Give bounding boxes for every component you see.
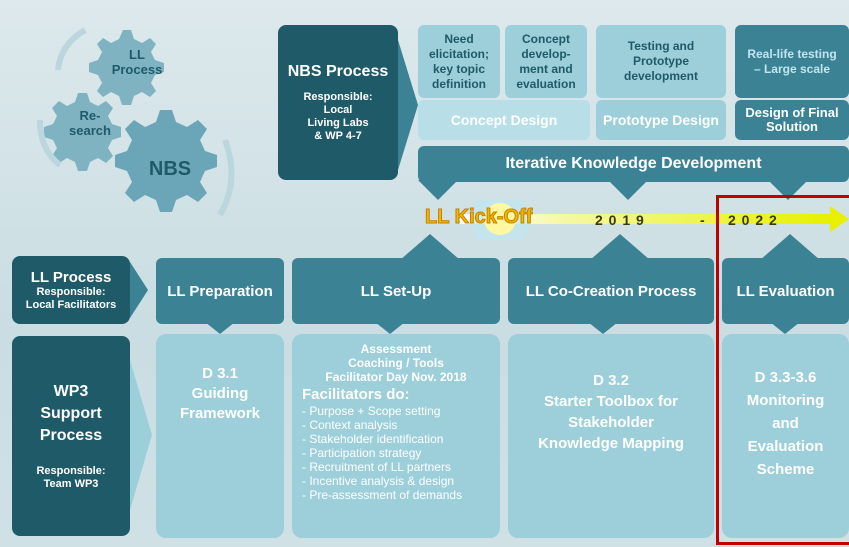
timeline-year-2019: 2 0 1 9: [595, 212, 645, 228]
task-item: - Pre-assessment of demands: [302, 488, 463, 502]
stage-testing-prototype: Testing and Prototype development: [596, 25, 726, 98]
task-item: - Context analysis: [302, 418, 398, 432]
iterative-knowledge-band: Iterative Knowledge Development: [418, 146, 849, 182]
task-item: - Participation strategy: [302, 446, 422, 460]
nbs-process-box: NBS Process Responsible: Local Living La…: [278, 25, 398, 180]
nbs-process-title: NBS Process: [287, 62, 389, 80]
task-item: - Stakeholder identification: [302, 432, 444, 446]
gear-label-ll-process: LL Process: [111, 47, 163, 77]
setup-head-2: Coaching / Tools: [348, 356, 444, 370]
timeline-arrow-icon: [460, 200, 849, 240]
phase-prototype-design: Prototype Design: [596, 100, 726, 140]
wp3-responsible: Responsible:: [36, 465, 106, 477]
deliverable-setup: Assessment Coaching / Tools Facilitator …: [292, 334, 500, 538]
ll-process-box: LL Process Responsible: Local Facilitato…: [12, 256, 130, 324]
gear-label-nbs: NBS: [148, 158, 192, 180]
step-ll-evaluation: LL Evaluation: [722, 258, 849, 324]
timeline-year-2022: 2 0 2 2: [728, 212, 778, 228]
iterative-down-arrows-icon: [418, 180, 808, 200]
setup-head-3: Facilitator Day Nov. 2018: [325, 370, 467, 384]
facilitators-heading: Facilitators do:: [302, 386, 410, 403]
evaluation-highlight-frame: [716, 195, 849, 545]
stage-need-elicitation: Need elicitation; key topic definition: [418, 25, 500, 98]
phase-final-solution: Design of Final Solution: [735, 100, 849, 140]
wp3-arrow-icon: [130, 360, 152, 510]
step-ll-co-creation: LL Co-Creation Process: [508, 258, 714, 324]
step-up-arrows-icon: [400, 234, 820, 260]
gear-cycle-graphic: [37, 27, 235, 217]
wp3-title: WP3 Support Process: [39, 383, 103, 444]
stage-concept-development: Concept develop-ment and evaluation: [505, 25, 587, 98]
task-item: - Incentive analysis & design: [302, 474, 455, 488]
ll-process-arrow-icon: [130, 262, 148, 318]
task-item: - Purpose + Scope setting: [302, 404, 441, 418]
nbs-responsible-line-2: Living Labs: [307, 116, 369, 129]
task-item: - Recruitment of LL partners: [302, 460, 451, 474]
gear-research-icon: [44, 93, 121, 171]
wp3-who: Team WP3: [43, 478, 99, 490]
step-ll-setup: LL Set-Up: [292, 258, 500, 324]
gear-label-research: Re-search: [69, 108, 111, 138]
gear-ll-process-icon: [89, 30, 164, 105]
ll-process-responsible: Responsible:: [36, 285, 106, 298]
kickoff-label: LL Kick-Off: [424, 206, 533, 229]
nbs-responsible-line-3: & WP 4-7: [314, 129, 362, 142]
nbs-responsible-line-1: Local: [323, 103, 353, 116]
deliverable-d32: D 3.2 Starter Toolbox for Stakeholder Kn…: [508, 334, 714, 538]
step-down-arrows-icon: [200, 318, 805, 334]
deliverable-d33: D 3.3-3.6 Monitoring and Evaluation Sche…: [722, 334, 849, 538]
nbs-arrow-icon: [398, 40, 418, 170]
timeline-separator: -: [700, 212, 705, 228]
ll-process-title: LL Process: [30, 268, 112, 286]
wp3-support-box: WP3 Support Process Responsible: Team WP…: [12, 336, 130, 536]
deliverable-d31: D 3.1 Guiding Framework: [156, 334, 284, 538]
nbs-responsible-label: Responsible:: [303, 90, 373, 103]
stage-real-life-testing: Real-life testing – Large scale: [735, 25, 849, 98]
phase-concept-design: Concept Design: [418, 100, 590, 140]
gear-nbs-icon: [115, 110, 217, 212]
step-ll-preparation: LL Preparation: [156, 258, 284, 324]
ll-process-who: Local Facilitators: [25, 298, 117, 311]
setup-head-1: Assessment: [360, 342, 432, 356]
